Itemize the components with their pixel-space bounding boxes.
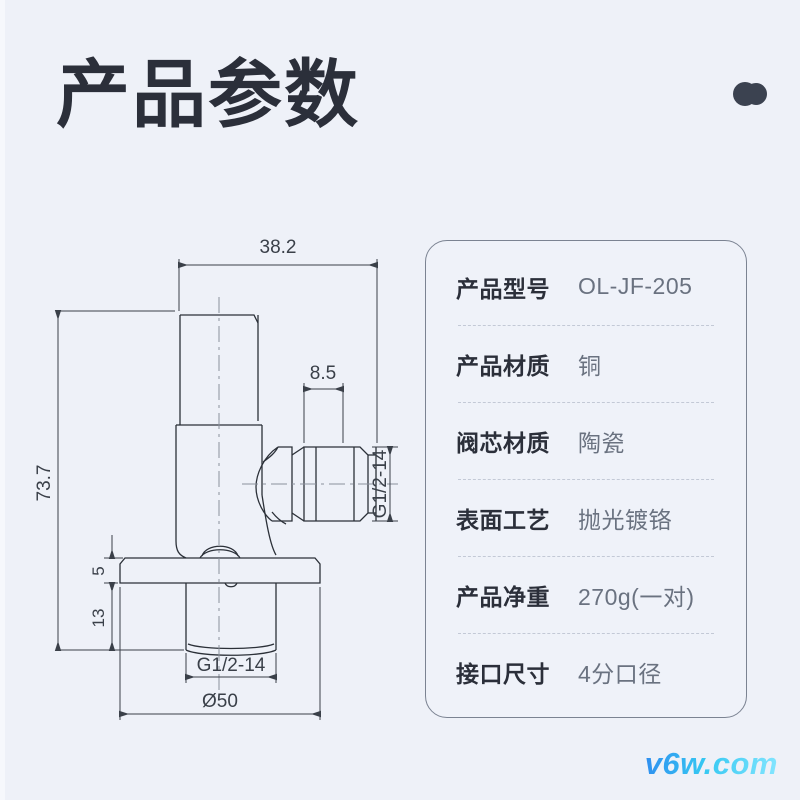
page-title: 产品参数 xyxy=(56,53,360,136)
spec-label: 阀芯材质 xyxy=(456,429,550,456)
dim-flange-thickness: 5 xyxy=(89,566,108,575)
spec-label: 产品材质 xyxy=(456,352,550,379)
spec-label: 产品型号 xyxy=(456,275,550,302)
spec-value: 陶瓷 xyxy=(578,429,625,456)
spec-label: 产品净重 xyxy=(456,583,550,610)
row-divider xyxy=(458,632,714,634)
table-row: 表面工艺 抛光镀铬 xyxy=(456,480,716,556)
angle-valve-drawing: 38.2 8.5 73.7 5 13 G1/2-14 G1/2-14 Ø50 xyxy=(20,225,420,735)
dim-inlet-thread: G1/2-14 xyxy=(197,655,266,676)
watermark: v6w.com xyxy=(644,746,778,781)
left-edge-strip xyxy=(0,0,5,800)
spec-value: 铜 xyxy=(578,352,602,379)
spec-value: 270g(一对) xyxy=(578,583,695,610)
spec-value: 抛光镀铬 xyxy=(578,506,672,533)
table-row: 接口尺寸 4分口径 xyxy=(456,634,716,710)
dim-outlet-thread: G1/2-14 xyxy=(370,449,391,518)
table-row: 阀芯材质 陶瓷 xyxy=(456,403,716,479)
row-divider xyxy=(458,478,714,480)
table-row: 产品材质 铜 xyxy=(456,326,716,402)
dim-stem-length: 13 xyxy=(89,609,108,628)
row-divider xyxy=(458,324,714,326)
dim-overall-height: 73.7 xyxy=(34,465,55,502)
row-divider xyxy=(458,555,714,557)
table-row: 产品净重 270g(一对) xyxy=(456,557,716,633)
two-overlapping-circles-icon xyxy=(730,80,772,108)
row-divider xyxy=(458,401,714,403)
spec-table-card: 产品型号 OL-JF-205 产品材质 铜 阀芯材质 陶瓷 表面工艺 抛光镀铬 … xyxy=(425,240,747,718)
dim-outlet-length: 8.5 xyxy=(310,363,336,384)
dim-flange-diameter: Ø50 xyxy=(202,691,238,712)
spec-value: 4分口径 xyxy=(578,660,662,687)
spec-value: OL-JF-205 xyxy=(578,273,693,299)
table-row: 产品型号 OL-JF-205 xyxy=(456,249,716,325)
spec-label: 表面工艺 xyxy=(456,506,550,533)
dim-overall-width: 38.2 xyxy=(260,237,297,258)
spec-label: 接口尺寸 xyxy=(456,660,550,687)
